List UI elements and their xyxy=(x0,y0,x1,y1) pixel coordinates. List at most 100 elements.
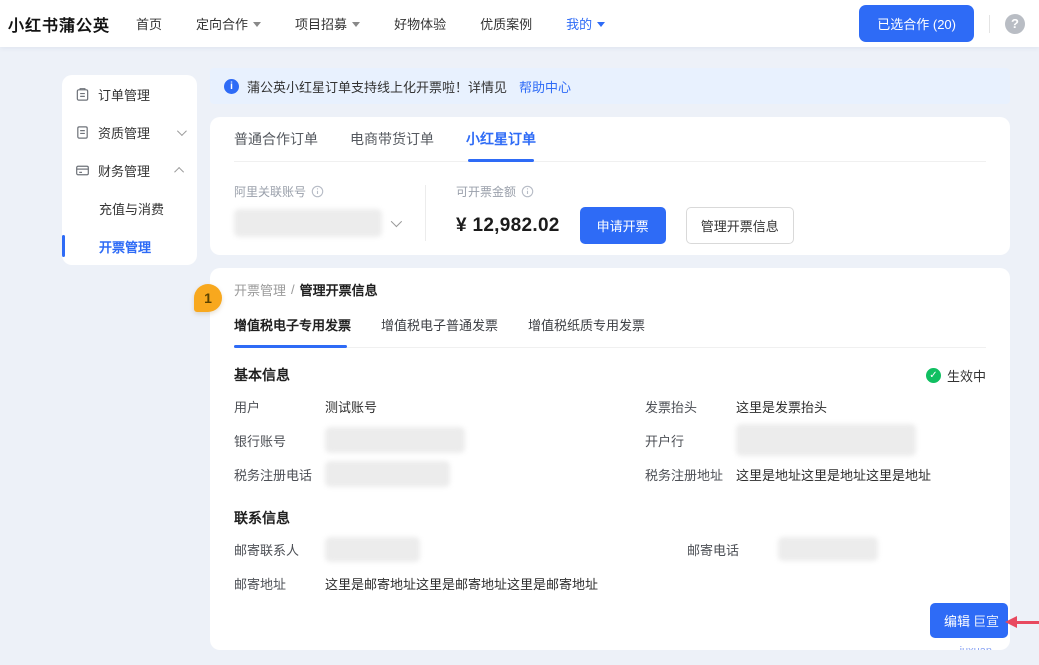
sidebar-item-invoice-management[interactable]: 开票管理 xyxy=(62,227,197,265)
breadcrumb-parent[interactable]: 开票管理 xyxy=(234,283,287,298)
edit-button[interactable]: 编辑 巨宣 xyxy=(929,603,1008,638)
field-tax-phone: 税务注册电话 xyxy=(234,457,645,491)
field-label: 邮寄地址 xyxy=(234,576,287,592)
help-center-link[interactable]: 帮助中心 xyxy=(519,79,572,95)
nav-item-label: 好物体验 xyxy=(394,17,447,32)
caret-down-icon xyxy=(352,22,361,27)
breadcrumb-separator: / xyxy=(291,282,295,297)
tab-normal-cooperation-orders[interactable]: 普通合作订单 xyxy=(234,117,318,161)
basic-info-fields: 用户 测试账号 发票抬头 这里是发票抬头 银行账号 开户行 税务注册电话 xyxy=(234,389,986,491)
tab-label: 增值税电子普通发票 xyxy=(381,318,499,333)
field-user: 用户 测试账号 xyxy=(234,389,645,423)
billable-amount-label-row: 可开票金额 xyxy=(456,183,794,200)
watermark-text-en: juxuan xyxy=(960,645,992,650)
contact-info-header: 联系信息 xyxy=(234,508,986,528)
nav-item-project-recruit[interactable]: 项目招募 xyxy=(295,14,361,33)
status-text: 生效中 xyxy=(946,368,986,384)
nav-item-mine[interactable]: 我的 xyxy=(566,14,606,33)
sidebar-item-order-management[interactable]: 订单管理 xyxy=(62,75,197,113)
tab-vat-electronic-normal-invoice[interactable]: 增值税电子普通发票 xyxy=(381,315,498,347)
field-bank-account: 银行账号 xyxy=(234,423,645,457)
main-content: i 蒲公英小红星订单支持线上化开票啦！详情见 帮助中心 普通合作订单 电商带货订… xyxy=(210,68,1010,650)
info-outline-icon xyxy=(311,185,324,198)
nav-item-good-experience[interactable]: 好物体验 xyxy=(394,14,446,33)
redacted-value xyxy=(736,424,916,456)
arrow-line xyxy=(1017,620,1039,624)
field-mail-phone: 邮寄电话 xyxy=(645,532,986,566)
sidebar-item-finance-management[interactable]: 财务管理 xyxy=(62,151,197,189)
tab-vat-paper-special-invoice[interactable]: 增值税纸质专用发票 xyxy=(528,315,645,347)
field-label: 银行账号 xyxy=(234,433,287,449)
manage-invoice-card: 开票管理 / 管理开票信息 增值税电子专用发票 增值税电子普通发票 增值税纸质专… xyxy=(210,268,1010,650)
field-label: 用户 xyxy=(234,399,261,415)
tab-vat-electronic-special-invoice[interactable]: 增值税电子专用发票 xyxy=(234,315,352,348)
field-label: 发票抬头 xyxy=(645,399,698,415)
field-invoice-title: 发票抬头 这里是发票抬头 xyxy=(645,389,986,423)
redacted-value xyxy=(325,461,450,487)
nav-menu: 首页 定向合作 项目招募 好物体验 优质案例 我的 xyxy=(136,14,606,33)
nav-item-home[interactable]: 首页 xyxy=(136,14,162,33)
logo: 小红书蒲公英 xyxy=(8,17,111,35)
caret-down-icon xyxy=(597,22,606,27)
banner-text: 蒲公英小红星订单支持线上化开票啦！详情见 xyxy=(247,79,508,95)
field-label: 税务注册电话 xyxy=(234,467,313,483)
annotation-arrow xyxy=(1005,616,1039,628)
vertical-divider xyxy=(425,185,426,241)
nav-right: 已选合作 (20) ? xyxy=(859,5,1025,42)
nav-item-quality-cases[interactable]: 优质案例 xyxy=(480,14,532,33)
field-value: 这里是发票抬头 xyxy=(736,399,828,415)
redacted-value xyxy=(325,536,420,562)
sidebar: 订单管理 资质管理 财务管理 充值与消费 开票管理 xyxy=(62,75,197,265)
nav-item-label: 首页 xyxy=(136,17,163,32)
sidebar-item-label: 订单管理 xyxy=(98,87,151,103)
manage-invoice-info-button[interactable]: 管理开票信息 xyxy=(685,207,794,244)
order-icon xyxy=(76,87,89,101)
field-label: 税务注册地址 xyxy=(645,467,724,483)
chevron-down-icon xyxy=(390,215,403,228)
redacted-account-value xyxy=(234,209,382,237)
field-bank-branch: 开户行 xyxy=(645,423,986,457)
field-value: 这里是地址这里是地址这里是地址 xyxy=(736,467,932,483)
sidebar-item-label: 充值与消费 xyxy=(99,201,165,217)
redacted-value xyxy=(325,427,465,453)
field-value: 测试账号 xyxy=(325,399,378,415)
sidebar-item-label: 开票管理 xyxy=(99,239,152,255)
field-label: 邮寄联系人 xyxy=(234,542,300,558)
contact-info-fields: 邮寄联系人 邮寄电话 邮寄地址 这里是邮寄地址这里是邮寄地址这里是邮寄地址 xyxy=(234,532,986,600)
breadcrumb-current: 管理开票信息 xyxy=(299,283,378,298)
sidebar-item-recharge-consumption[interactable]: 充值与消费 xyxy=(62,189,197,227)
tab-label: 电商带货订单 xyxy=(350,131,434,147)
watermark-text-cn: 巨宣 xyxy=(972,614,999,629)
field-mail-contact: 邮寄联系人 xyxy=(234,532,645,566)
billable-amount-group: 可开票金额 ¥ 12,982.02 申请开票 管理开票信息 xyxy=(456,183,794,244)
account-row: 阿里关联账号 可开票金额 xyxy=(234,183,986,244)
active-indicator-bar xyxy=(62,235,65,257)
linked-account-dropdown[interactable] xyxy=(234,209,403,237)
tab-label: 增值税电子专用发票 xyxy=(234,318,352,333)
tab-ecommerce-orders[interactable]: 电商带货订单 xyxy=(350,117,434,161)
tab-little-red-star-orders[interactable]: 小红星订单 xyxy=(466,117,536,161)
tab-label: 小红星订单 xyxy=(466,131,536,147)
field-value: 这里是邮寄地址这里是邮寄地址这里是邮寄地址 xyxy=(325,576,599,592)
selected-cooperation-button[interactable]: 已选合作 (20) xyxy=(859,5,974,42)
nav-divider xyxy=(989,14,990,33)
tab-label: 普通合作订单 xyxy=(234,131,318,147)
apply-invoice-button[interactable]: 申请开票 xyxy=(579,207,666,244)
sidebar-item-qualification-management[interactable]: 资质管理 xyxy=(62,113,197,151)
help-icon[interactable]: ? xyxy=(1005,13,1025,34)
billable-amount-value: ¥ 12,982.02 xyxy=(456,214,560,236)
sidebar-item-label: 资质管理 xyxy=(98,125,151,141)
tab-label: 增值税纸质专用发票 xyxy=(528,318,646,333)
sidebar-item-label: 财务管理 xyxy=(98,163,151,179)
field-label: 邮寄电话 xyxy=(687,542,740,558)
nav-item-label: 我的 xyxy=(566,17,593,32)
amount-row: ¥ 12,982.02 申请开票 管理开票信息 xyxy=(456,207,794,244)
invoice-center-card: 普通合作订单 电商带货订单 小红星订单 阿里关联账号 xyxy=(210,117,1010,255)
nav-item-targeted-cooperation[interactable]: 定向合作 xyxy=(196,14,262,33)
finance-icon xyxy=(76,165,89,175)
field-label: 开户行 xyxy=(645,433,685,449)
nav-item-label: 定向合作 xyxy=(196,17,249,32)
nav-item-label: 项目招募 xyxy=(295,17,348,32)
basic-info-title: 基本信息 xyxy=(234,367,290,383)
